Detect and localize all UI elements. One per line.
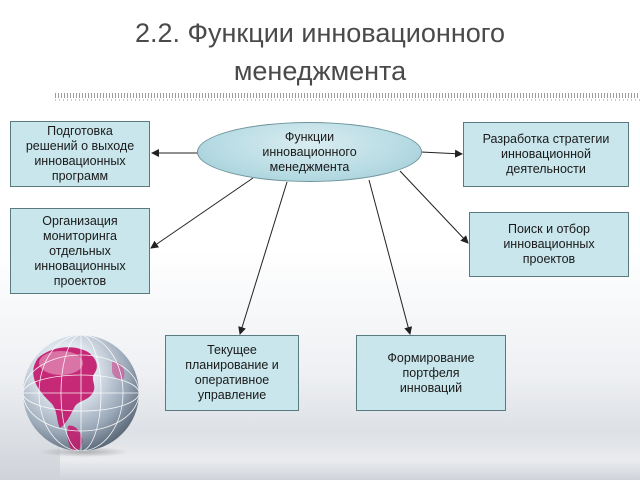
slide-title: 2.2. Функции инновационного менеджмента	[0, 14, 640, 90]
arrow-to-portfolio	[368, 179, 413, 335]
node-strategy-line: инновационной	[500, 147, 591, 161]
node-monitoring-line: проектов	[53, 273, 107, 288]
node-strategy-line: Разработка стратегии	[482, 132, 610, 146]
slide-title-line-2: менеджмента	[233, 56, 407, 86]
node-portfolio-line: Формирование	[387, 350, 475, 365]
node-current-planning-line: Текущее	[207, 343, 257, 357]
node-current-planning-line: управление	[197, 388, 267, 402]
node-preparation: Подготовка решений о выходе инновационны…	[10, 121, 150, 187]
node-search: Поиск и отбор инновационных проектов	[469, 212, 629, 277]
hub-functions: Функции инновационного менеджмента	[197, 122, 422, 182]
node-monitoring-line: инновационных	[34, 258, 126, 273]
arrow-to-strategy	[420, 149, 463, 158]
node-current-planning: Текущее планирование и оперативное управ…	[165, 335, 299, 411]
node-monitoring-line: мониторинга	[42, 228, 118, 243]
node-strategy-line: деятельности	[506, 162, 586, 176]
arrow-to-search	[399, 170, 469, 244]
node-monitoring: Организация мониторинга отдельных иннова…	[10, 208, 150, 294]
slide-title-line-1: 2.2. Функции инновационного	[134, 18, 506, 48]
node-preparation-line: Подготовка	[47, 124, 113, 138]
node-portfolio-line: портфеля	[402, 365, 460, 380]
hub-line-3: менеджмента	[269, 159, 350, 174]
arrow-to-current-planning	[238, 181, 288, 335]
node-current-planning-line: планирование и	[185, 358, 279, 372]
node-search-line: инновационных	[503, 237, 595, 251]
node-strategy: Разработка стратегии инновационной деяте…	[463, 122, 629, 187]
hub-line-1: Функции	[284, 129, 335, 144]
floor-reflection	[60, 430, 640, 480]
node-portfolio: Формирование портфеля инноваций	[356, 335, 506, 411]
node-portfolio-line: инноваций	[399, 380, 463, 395]
node-preparation-line: программ	[51, 169, 109, 183]
hub-line-2: инновационного	[262, 144, 357, 159]
globe-icon	[23, 335, 139, 457]
node-monitoring-line: отдельных	[49, 243, 111, 258]
node-monitoring-line: Организация	[42, 213, 118, 228]
title-divider	[55, 93, 640, 98]
title-divider-secondary	[55, 99, 640, 101]
node-search-line: Поиск и отбор	[507, 222, 590, 236]
arrow-to-monitoring	[150, 177, 254, 249]
node-preparation-line: инновационных	[34, 154, 126, 168]
node-current-planning-line: оперативное	[194, 373, 270, 387]
node-preparation-line: решений о выходе	[25, 139, 135, 153]
node-search-line: проектов	[522, 252, 576, 266]
